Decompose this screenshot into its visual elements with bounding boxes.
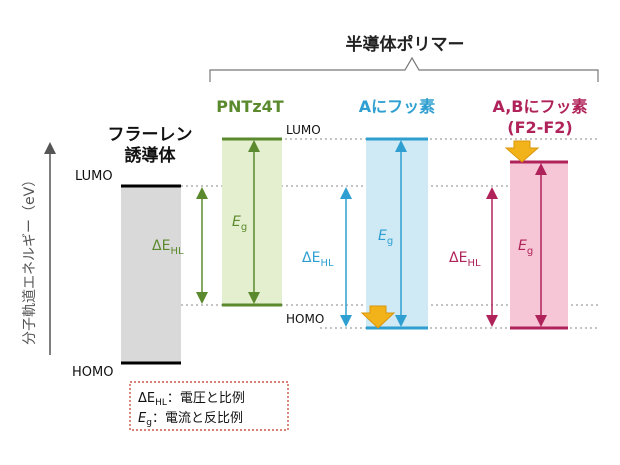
fullerene-column: フラーレン 誘導体 LUMO HOMO: [72, 125, 193, 380]
fullerene-homo-label: HOMO: [72, 365, 113, 380]
ab-fluor-shift-arrow: [504, 140, 540, 163]
ab-fluor-title-line2: (F2-F2): [507, 118, 572, 137]
ab-fluor-title-line1: A,Bにフッ素: [493, 97, 588, 116]
ab-fluor-column: A,Bにフッ素 (F2-F2) Eg ΔEHL: [449, 97, 588, 330]
fullerene-title-line2: 誘導体: [125, 145, 177, 166]
fullerene-lumo-label: LUMO: [75, 169, 113, 184]
a-fluor-shift-arrow: [360, 305, 396, 329]
a-fluor-gap-box: [366, 139, 428, 328]
a-fluor-dehl-label: ΔEHL: [302, 250, 334, 269]
legend-box: ΔEHL：電圧と比例 Eg：電流と反比例: [129, 381, 289, 431]
pntz4t-eg-label: Eg: [232, 214, 247, 233]
polymer-group-label: 半導体ポリマー: [346, 34, 465, 55]
ab-fluor-dehl-label: ΔEHL: [449, 250, 481, 269]
energy-axis-label: 分子軌道エネルギー（eV）: [22, 173, 38, 345]
fullerene-dehl-label: ΔEHL: [152, 238, 184, 257]
legend-line2: Eg：電流と反比例: [138, 411, 243, 428]
pntz4t-gap-box: [222, 139, 282, 305]
pntz4t-column: PNTz4T Eg LUMO HOMO ΔEHL: [152, 97, 324, 326]
a-fluor-title: Aにフッ素: [359, 97, 435, 116]
pntz4t-title: PNTz4T: [216, 97, 283, 116]
fullerene-gap-box: [121, 186, 181, 363]
a-fluor-eg-label: Eg: [378, 228, 393, 247]
fullerene-title-line1: フラーレン: [108, 125, 193, 145]
pntz4t-lumo-label: LUMO: [286, 123, 321, 137]
legend-line1: ΔEHL：電圧と比例: [138, 391, 245, 408]
pntz4t-homo-label: HOMO: [286, 312, 324, 326]
a-fluor-column: Aにフッ素 Eg ΔEHL: [302, 97, 435, 330]
polymer-group-bracket: 半導体ポリマー: [209, 34, 599, 82]
energy-axis: 分子軌道エネルギー（eV）: [22, 142, 56, 355]
ab-fluor-eg-label: Eg: [518, 238, 533, 257]
